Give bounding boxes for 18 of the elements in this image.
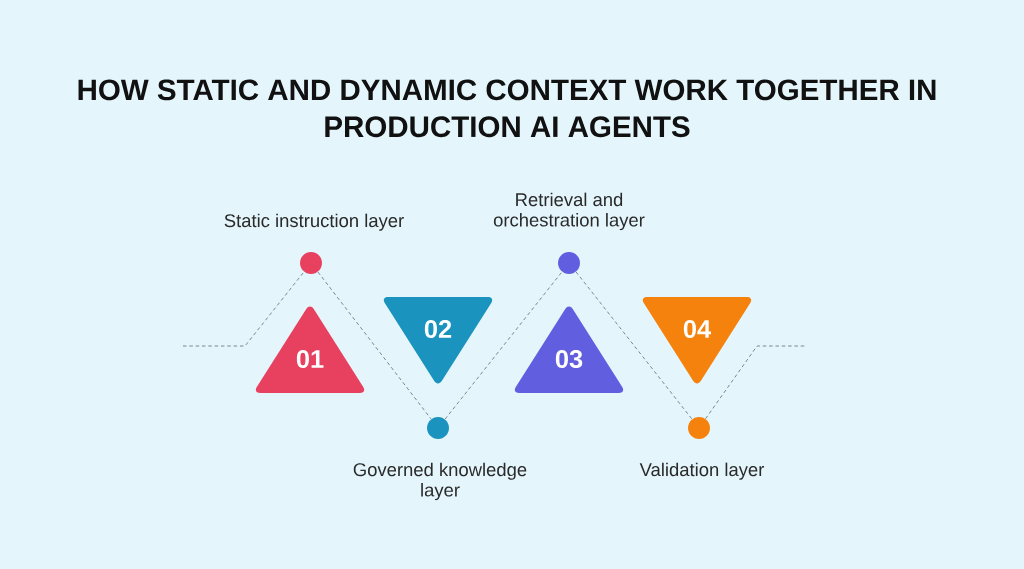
triangle-badge: 03: [514, 306, 624, 393]
step-label: Retrieval and orchestration layer: [493, 192, 645, 231]
dashed-connector: [705, 345, 806, 420]
dashed-connector: [575, 271, 693, 420]
step-label: Validation layer: [639, 462, 765, 480]
dashed-connector: [444, 271, 563, 420]
dot: [688, 417, 710, 439]
dashed-connector: [317, 271, 432, 420]
step-label: Static instruction layer: [224, 213, 404, 231]
triangle-badge: 01: [255, 306, 365, 393]
title: HOW STATIC AND DYNAMIC CONTEXT WORK TOGETHER IN PRODUCTION AI AGENTS: [78, 79, 936, 138]
step-label: Governed knowledge layer: [353, 462, 527, 501]
dot: [427, 417, 449, 439]
dot: [558, 252, 580, 274]
dot: [300, 252, 322, 274]
dashed-connector: [182, 271, 305, 347]
triangle-badge: 04: [642, 297, 752, 384]
triangle-badge: 02: [383, 297, 493, 384]
